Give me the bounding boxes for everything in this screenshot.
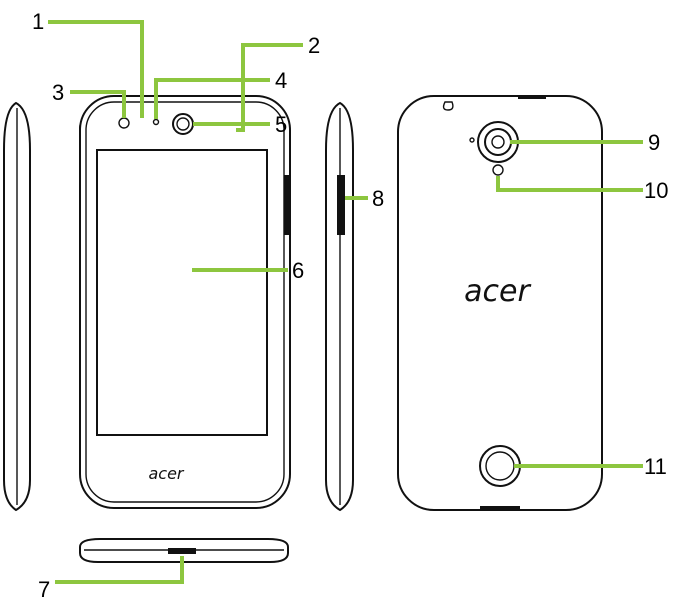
callout-2: 2 (308, 33, 320, 58)
left-side-view (3, 101, 31, 512)
bottom-edge-view (79, 538, 289, 563)
leader-1 (48, 20, 144, 118)
callout-5: 5 (275, 112, 287, 137)
front-side-button (284, 175, 289, 235)
leader-4 (154, 78, 270, 119)
back-logo: acer (464, 274, 531, 309)
callout-4: 4 (275, 68, 287, 93)
leader-7 (55, 556, 184, 584)
callout-10: 10 (644, 178, 668, 203)
leader-2 (236, 43, 303, 132)
callout-9: 9 (648, 130, 660, 155)
front-microphone (152, 118, 160, 126)
volume-button (337, 175, 345, 235)
callout-6: 6 (292, 258, 304, 283)
callout-8: 8 (372, 186, 384, 211)
flash-led (492, 164, 504, 176)
leader-3 (70, 90, 126, 118)
callout-numbers: 1 2 3 4 5 6 7 8 9 10 11 (32, 9, 668, 601)
right-side-view (325, 101, 354, 512)
callout-3: 3 (52, 80, 64, 105)
callout-11: 11 (644, 454, 667, 479)
touchscreen (96, 149, 268, 436)
callout-7: 7 (38, 577, 50, 601)
front-camera (172, 113, 194, 135)
usb-port (168, 548, 196, 554)
front-view: acer (79, 95, 291, 509)
back-view: acer (397, 95, 603, 511)
callout-1: 1 (32, 9, 44, 34)
front-logo: acer (148, 464, 184, 483)
leader-lines (48, 20, 643, 584)
leader-10 (496, 176, 643, 192)
rear-microphone (469, 137, 475, 143)
